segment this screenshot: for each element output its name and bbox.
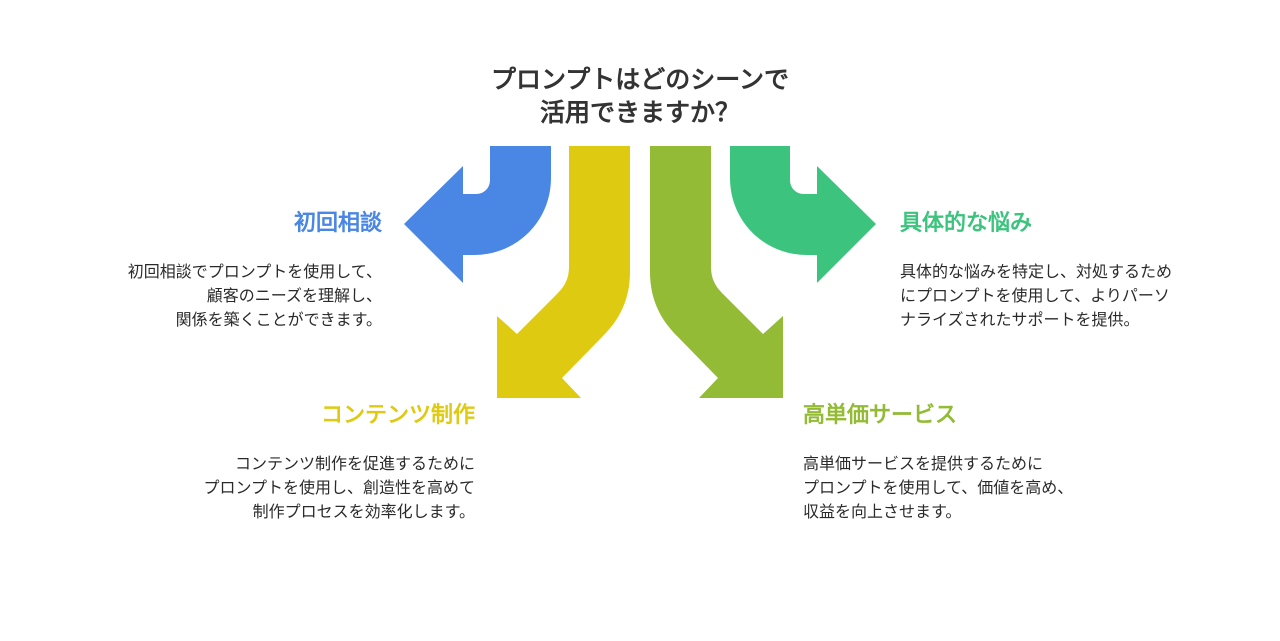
heading-premium-service: 高単価サービス — [803, 403, 958, 428]
desc-line: 顧客のニーズを理解し、 — [206, 286, 382, 305]
arrow-down-left-icon — [497, 146, 630, 398]
heading-content-creation: コンテンツ制作 — [320, 403, 475, 428]
desc-line: ナライズされたサポートを提供。 — [900, 310, 1140, 329]
heading-initial-consultation: 初回相談 — [293, 211, 382, 236]
desc-content-creation: コンテンツ制作を促進するために プロンプトを使用し、創造性を高めて 制作プロセス… — [203, 452, 475, 524]
arrow-left-icon — [404, 146, 551, 283]
desc-line: にプロンプトを使用して、よりパーソ — [900, 286, 1170, 305]
desc-line: プロンプトを使用し、創造性を高めて — [203, 478, 475, 497]
desc-line: 初回相談でプロンプトを使用して、 — [127, 262, 382, 281]
diagram-title: プロンプトはどのシーンで 活用できますか？ — [0, 63, 1280, 129]
desc-initial-consultation: 初回相談でプロンプトを使用して、 顧客のニーズを理解し、 関係を築くことができま… — [128, 260, 382, 332]
desc-line: プロンプトを使用して、価値を高め、 — [803, 478, 1074, 497]
heading-specific-concerns: 具体的な悩み — [900, 211, 1033, 236]
title-line-2: 活用できますか？ — [539, 98, 740, 127]
desc-premium-service: 高単価サービスを提供するために プロンプトを使用して、価値を高め、 収益を向上さ… — [803, 452, 1073, 524]
desc-specific-concerns: 具体的な悩みを特定し、対処するため にプロンプトを使用して、よりパーソ ナライズ… — [900, 260, 1172, 332]
title-line-1: プロンプトはどのシーンで — [490, 65, 789, 94]
desc-line: 収益を向上させます。 — [803, 502, 962, 521]
arrow-right-icon — [730, 146, 876, 283]
desc-line: 関係を築くことができます。 — [175, 310, 382, 329]
desc-line: コンテンツ制作を促進するために — [234, 454, 475, 473]
desc-line: 制作プロセスを効率化します。 — [252, 502, 475, 521]
desc-line: 高単価サービスを提供するために — [803, 454, 1044, 473]
arrow-down-right-icon — [650, 146, 783, 398]
desc-line: 具体的な悩みを特定し、対処するため — [900, 262, 1173, 281]
